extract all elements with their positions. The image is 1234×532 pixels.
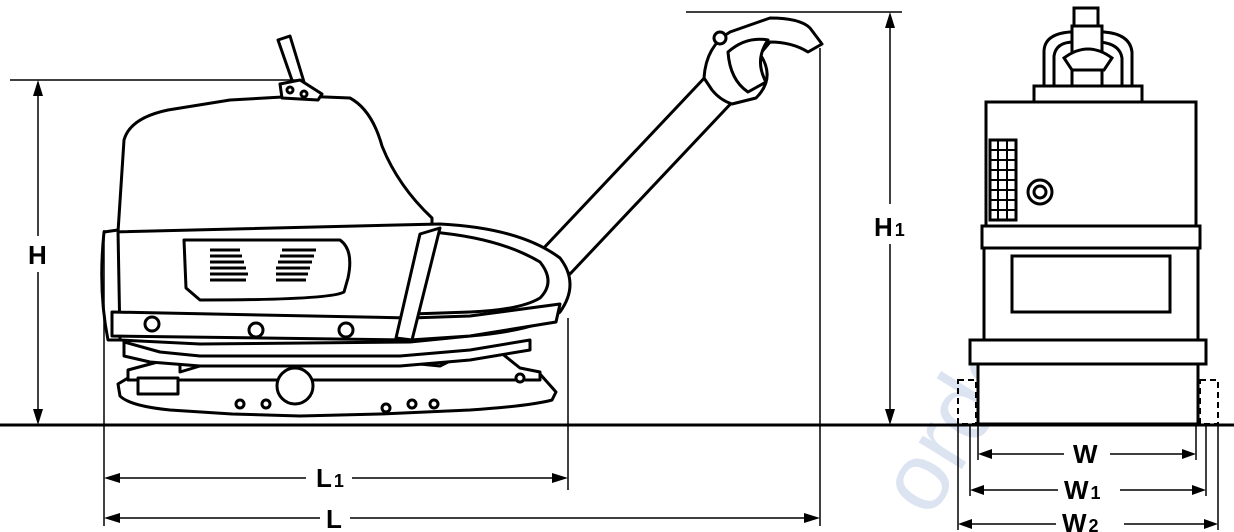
front-dimensions <box>957 424 1219 530</box>
side-arrowheads <box>33 12 895 523</box>
dimension-label-h1-main: H <box>874 212 893 242</box>
base-block <box>136 376 180 396</box>
handle-bar <box>538 70 740 276</box>
engine-hood <box>116 94 434 234</box>
top-bolt <box>299 89 309 99</box>
body-band <box>110 302 562 342</box>
top-bolt <box>285 85 295 95</box>
rear-guard <box>394 226 442 342</box>
handle-grip-inner <box>726 37 770 94</box>
engine-panel <box>182 238 352 302</box>
dimension-label-w: W <box>1073 439 1098 469</box>
bolt <box>234 398 246 410</box>
dimension-label-w2-main: W <box>1062 508 1087 532</box>
dimension-label-w1-sub: 1 <box>1091 483 1101 503</box>
bolt <box>260 398 272 410</box>
handle-knob <box>712 30 728 46</box>
front-handle-knob <box>1072 6 1100 28</box>
front-top-mount <box>1032 84 1144 104</box>
side-dimensions <box>10 11 902 526</box>
bolt <box>406 398 418 410</box>
front-arrowheads <box>958 449 1218 529</box>
lower-skirt <box>122 338 532 368</box>
dimension-label-w1-main: W <box>1064 475 1089 505</box>
front-base-plate <box>968 338 1208 366</box>
front-cap-inner <box>1032 184 1048 200</box>
front-handle-clip <box>1061 47 1115 72</box>
dimension-label-w2-sub: 2 <box>1089 516 1099 532</box>
front-engine-box <box>984 100 1198 228</box>
front-recess <box>1010 254 1172 314</box>
dimension-label-l1-main: L <box>316 463 332 493</box>
panel-bolt <box>143 315 161 333</box>
side-view-machine <box>100 16 824 418</box>
dimension-label-l1-sub: 1 <box>334 471 344 491</box>
panel-bolt <box>247 321 265 339</box>
dimension-label-h: H <box>28 240 47 270</box>
bolt <box>380 402 392 414</box>
front-base-shoe <box>976 362 1200 426</box>
handle-grip <box>702 16 824 106</box>
top-lever <box>276 34 306 88</box>
eccentric-weight <box>275 366 315 406</box>
bolt <box>428 398 440 410</box>
panel-bolt <box>337 321 355 339</box>
dimension-label-h1-sub: 1 <box>895 220 905 240</box>
bolt <box>514 372 526 384</box>
engine-vents <box>210 248 316 282</box>
rear-loop <box>410 230 550 316</box>
dimension-label-l: L <box>326 504 342 532</box>
front-extension-plates <box>957 379 1219 425</box>
front-middle-band <box>980 224 1202 250</box>
front-view-machine <box>968 6 1208 426</box>
front-grille-lines <box>990 140 1016 220</box>
